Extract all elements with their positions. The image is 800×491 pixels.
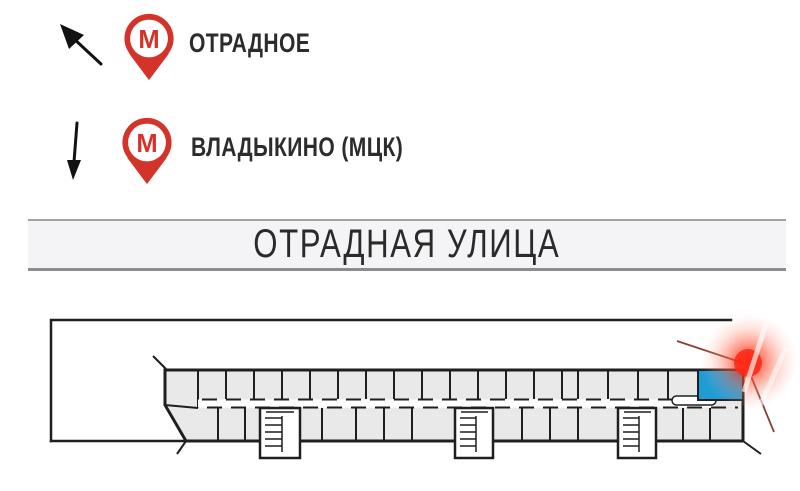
street-name: ОТРАДНАЯ УЛИЦА xyxy=(253,222,561,266)
station-label-otradnoe: ОТРАДНОЕ xyxy=(189,28,311,58)
corridor xyxy=(198,399,715,408)
glow-streak xyxy=(741,323,769,393)
arrow-up-left-icon xyxy=(60,24,103,66)
room-dividers-bottom-row xyxy=(217,408,711,441)
stairwell xyxy=(258,406,302,460)
street-banner: ОТРАДНАЯ УЛИЦА xyxy=(28,219,786,271)
location-marker-glow-icon xyxy=(701,314,797,412)
arrow-down-icon xyxy=(67,121,81,180)
metro-pin-icon: М xyxy=(122,117,172,185)
metro-logo-letter: М xyxy=(138,26,159,54)
glow-streak xyxy=(755,346,789,412)
plot-boundary xyxy=(49,318,762,455)
station-label-vladykino: ВЛАДЫКИНО (МЦК) xyxy=(191,132,404,162)
stairwell xyxy=(453,406,495,460)
metro-logo-letter: М xyxy=(136,130,157,158)
room-dividers-top-row xyxy=(197,370,669,399)
metro-pin-icon: М xyxy=(124,13,174,81)
stairwell xyxy=(616,406,658,460)
